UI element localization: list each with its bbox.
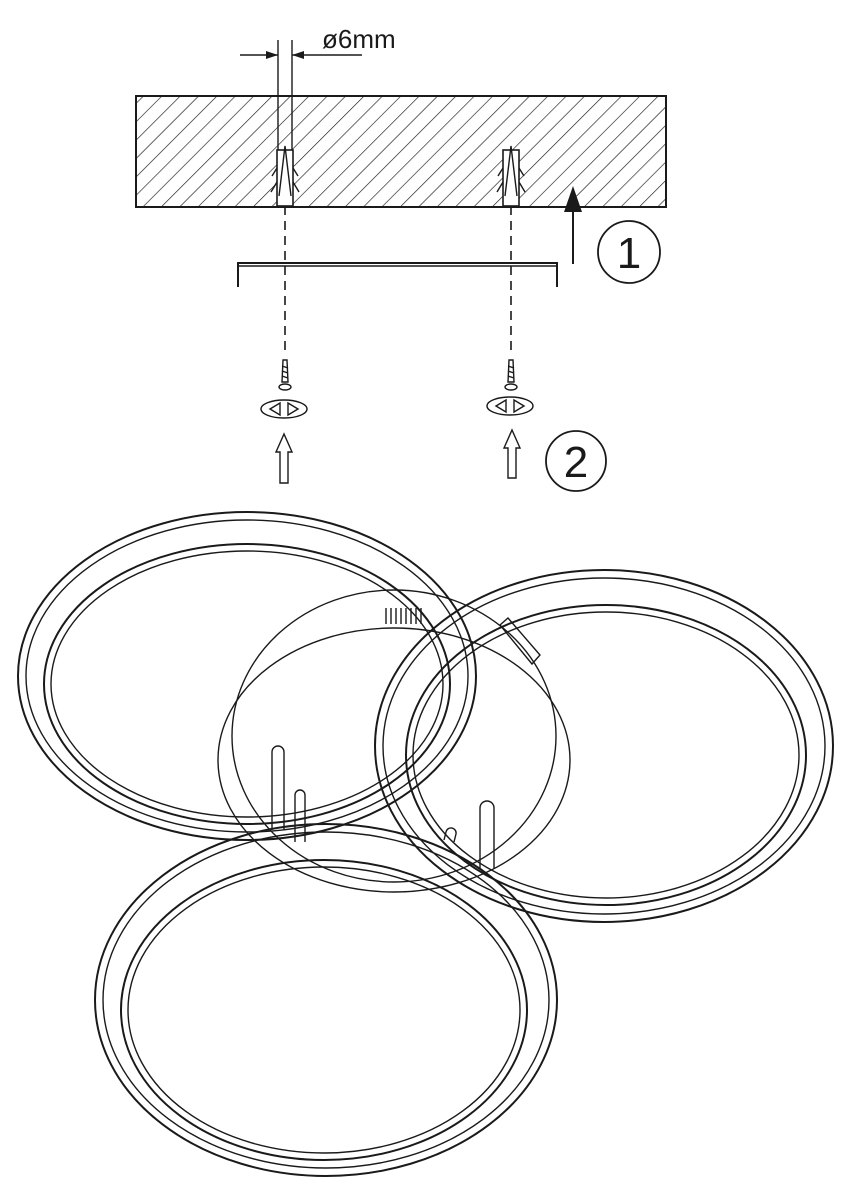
support-rods <box>271 745 495 868</box>
mounting-bracket <box>237 262 558 287</box>
screw-right <box>504 359 518 391</box>
step-1-arrow <box>564 186 582 264</box>
wall-plug-right <box>496 145 526 207</box>
step-2-arrow-right <box>502 428 522 479</box>
washer-left <box>260 399 308 419</box>
step-2-number: 2 <box>564 438 588 487</box>
step-2-arrow-left <box>274 432 294 484</box>
step-1-badge: 1 <box>597 220 661 284</box>
ceiling-light-fixture <box>17 511 834 1177</box>
drill-diameter-dimension: ø6mm <box>240 24 396 150</box>
screw-left <box>278 359 292 391</box>
ceiling <box>135 95 667 208</box>
step-2-badge: 2 <box>545 430 607 492</box>
wall-plug-left <box>270 145 300 207</box>
washer-right <box>486 396 534 416</box>
light-ring-left <box>17 511 477 841</box>
step-1-number: 1 <box>617 229 641 278</box>
dimension-label: ø6mm <box>322 24 396 54</box>
light-ring-bottom <box>94 823 558 1177</box>
